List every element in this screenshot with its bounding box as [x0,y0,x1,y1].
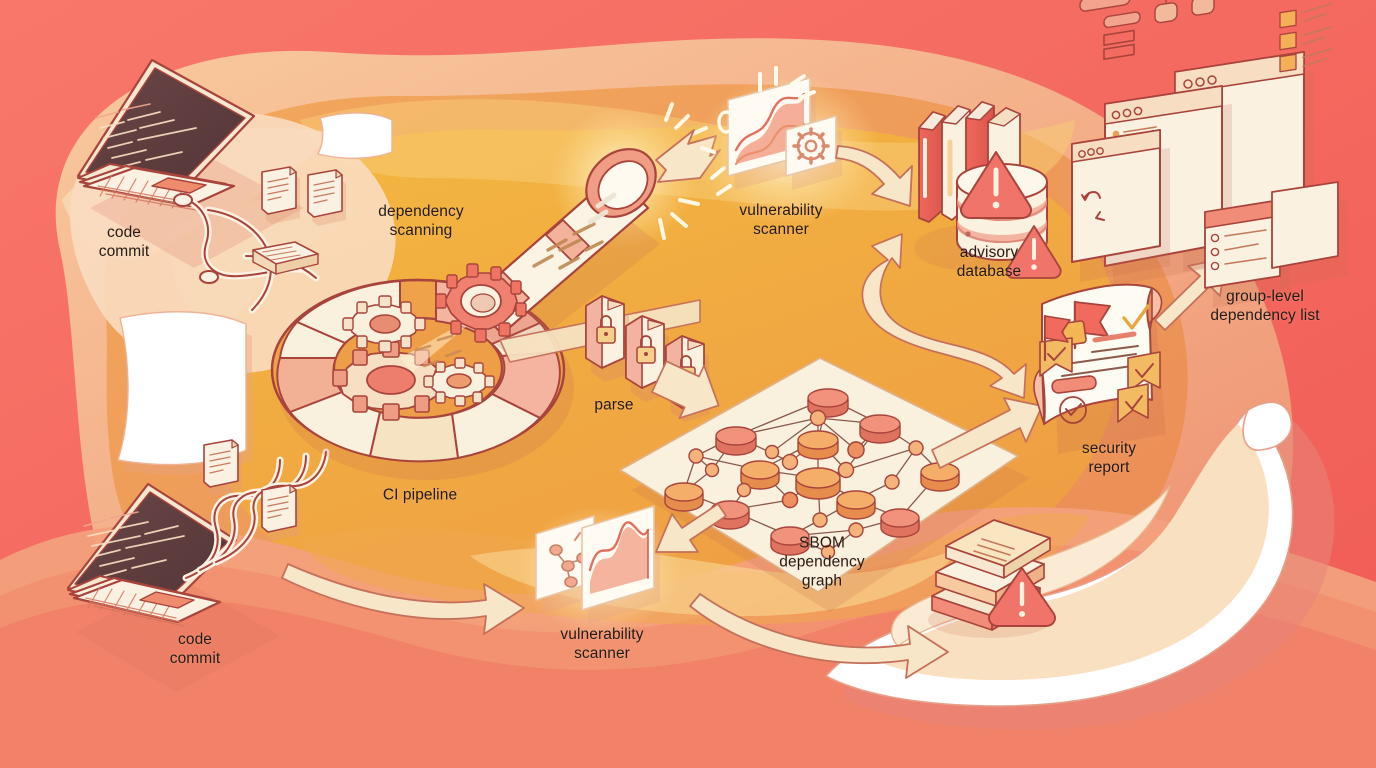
vulnerability-scanner-bottom [518,505,682,634]
decorative-curved-panel-top [317,112,393,159]
advisory-database [914,101,1062,279]
dependency-scanning-tube [435,102,708,360]
arrow-parse-to-sbom [651,360,720,419]
commit-cable-bottom [182,448,330,582]
gear-small-right [423,357,495,407]
report-check-badge-2 [1127,351,1161,393]
arrow-to-bookstack [689,593,949,679]
arrow-commit-to-vulnscanner-bottom [281,563,525,635]
code-commit-laptop-bottom [66,482,280,692]
vulnerability-scanner-top [696,66,880,226]
browser-window-small-center [1204,199,1290,308]
decorative-curved-panel-left [117,311,252,475]
arrow-advisorydb-to-report [861,233,1027,399]
report-check-badge-3 [1117,383,1149,423]
group-dependency-windows [1071,0,1348,308]
arrow-sbom-to-vulnscanner-bottom [655,503,727,553]
report-check-circle [1059,396,1087,424]
browser-window-small-right [1271,3,1348,288]
arrow-vulnscanner-to-advisorydb [835,145,913,207]
code-commit-laptop-top [76,58,304,268]
warning-triangle-small [1005,225,1062,279]
browser-window-front-left [1071,0,1170,282]
gear-small-left [342,295,426,353]
bookstack-warning-triangle [988,567,1056,627]
arrow-sbom-to-report [931,397,1043,469]
security-report-sheet [1033,283,1166,454]
commit-document-icons-bottom [203,439,300,541]
warning-triangle-large [960,151,1032,219]
commit-document-icons-top [252,166,346,275]
book-stack-warning [928,519,1056,638]
report-flag-detached [1043,314,1071,362]
sbom-dependency-graph [619,357,1030,612]
